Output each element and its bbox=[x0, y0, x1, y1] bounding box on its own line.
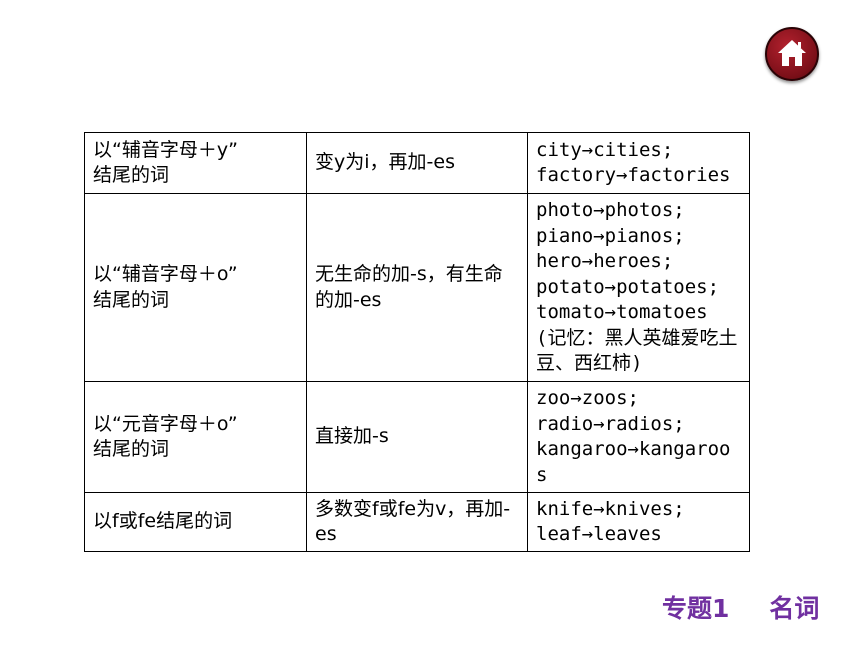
examples-cell: knife→knives; leaf→leaves bbox=[527, 492, 750, 552]
topic-name: 名词 bbox=[769, 594, 820, 623]
rule-cell: 以“元音字母＋o” 结尾的词 bbox=[84, 381, 307, 493]
table-row: 以“辅音字母＋y” 结尾的词 变y为i，再加-es city→cities; f… bbox=[84, 132, 750, 194]
home-button[interactable] bbox=[765, 27, 819, 81]
examples-cell: city→cities; factory→factories bbox=[527, 132, 750, 194]
footer-topic: 专题1 名词 bbox=[662, 589, 819, 625]
home-icon bbox=[778, 40, 806, 66]
method-cell: 多数变f或fe为v，再加-es bbox=[306, 492, 528, 552]
rule-cell: 以f或fe结尾的词 bbox=[84, 492, 307, 552]
method-cell: 变y为i，再加-es bbox=[306, 132, 528, 194]
examples-cell: zoo→zoos; radio→radios; kangaroo→kangaro… bbox=[527, 381, 750, 493]
rule-cell: 以“辅音字母＋y” 结尾的词 bbox=[84, 132, 307, 194]
rule-cell: 以“辅音字母＋o” 结尾的词 bbox=[84, 193, 307, 382]
method-cell: 直接加-s bbox=[306, 381, 528, 493]
table-row: 以“元音字母＋o” 结尾的词 直接加-s zoo→zoos; radio→rad… bbox=[84, 381, 750, 493]
table-row: 以“辅音字母＋o” 结尾的词 无生命的加-s，有生命的加-es photo→ph… bbox=[84, 193, 750, 382]
table-row: 以f或fe结尾的词 多数变f或fe为v，再加-es knife→knives; … bbox=[84, 492, 750, 552]
method-cell: 无生命的加-s，有生命的加-es bbox=[306, 193, 528, 382]
examples-cell: photo→photos; piano→pianos; hero→heroes;… bbox=[527, 193, 750, 382]
topic-number: 专题1 bbox=[662, 594, 730, 623]
plural-rules-table: 以“辅音字母＋y” 结尾的词 变y为i，再加-es city→cities; f… bbox=[84, 132, 750, 552]
